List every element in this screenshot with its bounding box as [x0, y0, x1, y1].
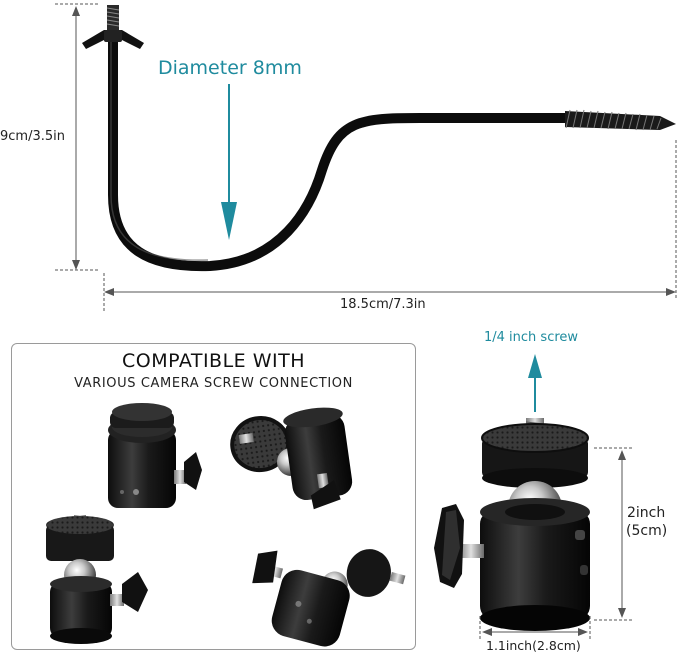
compatibility-panel — [11, 343, 416, 650]
ball-head-height-inch-label: 2inch — [627, 505, 666, 521]
ball-head-bottom-view — [252, 549, 406, 647]
ball-head-height-dimension — [594, 447, 634, 621]
ball-head-tilted-view — [230, 407, 353, 510]
ball-head-side-view — [108, 403, 202, 508]
hook-width-label: 18.5cm/7.3in — [340, 297, 426, 312]
screw-arrow — [528, 354, 542, 412]
hook-image — [82, 5, 676, 272]
width-dimension — [103, 140, 677, 312]
height-dimension — [55, 3, 100, 271]
ball-head-main-view — [434, 418, 590, 631]
ball-head-upright-view — [46, 515, 148, 644]
wing-nut — [82, 30, 144, 49]
diameter-label: Diameter 8mm — [158, 57, 302, 79]
compatibility-title: COMPATIBLE WITH — [121, 350, 306, 372]
screw-label: 1/4 inch screw — [484, 330, 579, 345]
diameter-arrow — [221, 84, 237, 240]
compatibility-subtitle: VARIOUS CAMERA SCREW CONNECTION — [74, 376, 353, 391]
ball-head-width-label: 1.1inch(2.8cm) — [486, 638, 581, 653]
ball-head-height-cm-label: (5cm) — [626, 523, 668, 539]
hook-height-label: 9cm/3.5in — [0, 128, 65, 145]
ball-head-width-dimension — [479, 616, 591, 640]
hook-screw-tip — [565, 109, 676, 131]
